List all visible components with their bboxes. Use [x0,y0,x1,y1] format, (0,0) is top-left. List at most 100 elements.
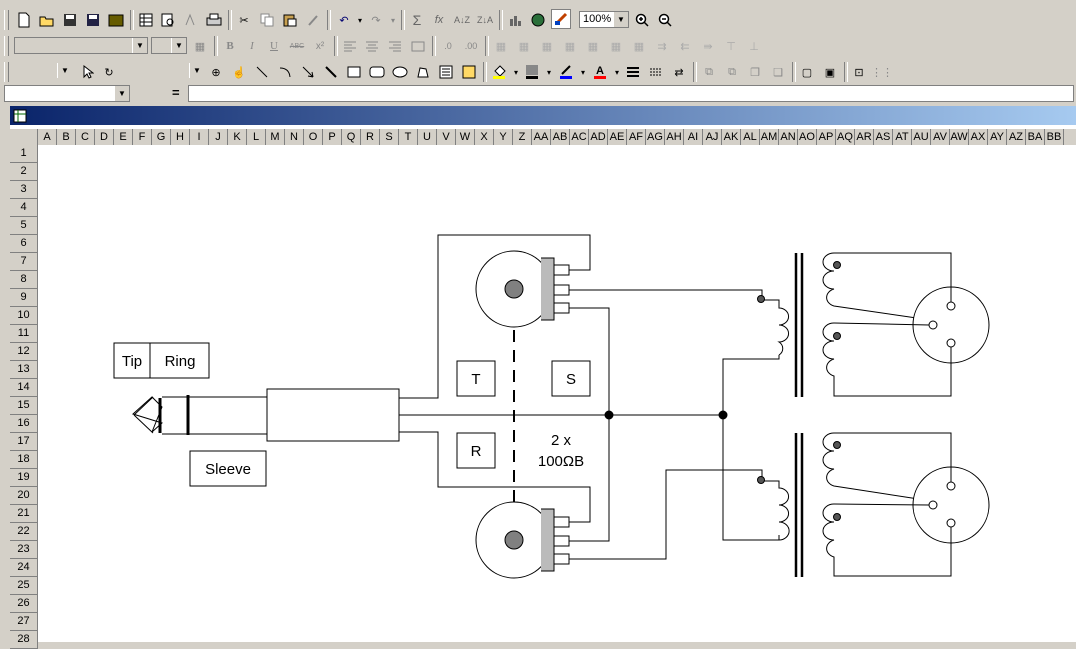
row-header[interactable]: 5 [10,217,38,235]
decrease-decimal-icon[interactable]: .00 [464,41,478,51]
row-header[interactable]: 17 [10,433,38,451]
formula-input[interactable] [188,85,1074,102]
column-header[interactable]: B [57,129,76,145]
column-header[interactable]: AX [969,129,988,145]
line-icon[interactable] [252,62,272,82]
align-bottom-icon[interactable]: ⊥ [749,40,759,53]
format-painter-icon[interactable] [303,10,323,30]
row-header[interactable]: 14 [10,379,38,397]
autoshapes-menu[interactable]: ▼ [124,63,204,80]
column-header[interactable]: AF [627,129,646,145]
workbook-icon[interactable] [13,109,29,123]
column-header[interactable]: AE [608,129,627,145]
send-backward-icon[interactable]: ⇇ [680,40,690,53]
column-header[interactable]: AJ [703,129,722,145]
map-icon[interactable] [528,10,548,30]
row-header[interactable]: 2 [10,163,38,181]
row-header[interactable]: 23 [10,541,38,559]
toolbar-grip[interactable] [4,10,9,30]
new-icon[interactable] [14,10,34,30]
name-box[interactable]: ▼ [4,85,130,102]
row-header[interactable]: 9 [10,289,38,307]
column-header[interactable]: AW [950,129,969,145]
column-header[interactable]: AH [665,129,684,145]
hand-icon[interactable]: ☝ [232,66,246,79]
drawing-icon[interactable] [551,9,571,29]
row-header[interactable]: 11 [10,325,38,343]
draw-menu[interactable]: ▼ [14,63,72,80]
column-header[interactable]: S [380,129,399,145]
strikethrough-button[interactable]: ABC [289,42,305,50]
freeform-icon[interactable] [413,62,433,82]
zoom-out-icon[interactable] [655,10,675,30]
italic-button[interactable]: I [250,40,254,52]
column-header[interactable]: I [190,129,209,145]
column-header[interactable]: AU [912,129,931,145]
grid-toggle-icon[interactable]: ⋮⋮ [871,66,893,79]
column-header[interactable]: D [95,129,114,145]
font-size-select[interactable]: ▼ [151,37,187,54]
row-header[interactable]: 12 [10,343,38,361]
column-header[interactable]: AN [779,129,798,145]
snap-icon[interactable]: ⊡ [854,66,864,79]
column-header[interactable]: U [418,129,437,145]
column-header[interactable]: AL [741,129,760,145]
toolbar-grip[interactable] [4,62,9,82]
folder-icon[interactable] [106,10,126,30]
column-header[interactable]: G [152,129,171,145]
text-box-icon[interactable] [436,62,456,82]
row-header[interactable]: 16 [10,415,38,433]
column-header[interactable]: X [475,129,494,145]
font-color-icon[interactable]: A [590,62,610,82]
sort-descending-icon[interactable]: Z↓A [476,15,493,25]
font-dialog-icon[interactable]: ▦ [194,40,206,53]
shadow-icon[interactable]: ▢ [801,66,813,79]
ungroup-icon[interactable]: ⧉ [728,65,736,78]
underline-button[interactable]: U [270,40,278,52]
free-rotate-icon[interactable]: ↻ [104,66,114,79]
font-name-select[interactable]: ▼ [14,37,148,54]
row-header[interactable]: 1 [10,145,38,163]
name-box-dropdown-icon[interactable]: ▼ [114,86,129,101]
select-pointer-icon[interactable] [78,62,98,82]
plug-body[interactable] [266,388,400,442]
shape-icon[interactable]: ⊕ [211,66,221,79]
column-header[interactable]: AY [988,129,1007,145]
grid-icon[interactable]: ▦ [633,40,645,53]
redo-icon[interactable]: ↷ [371,14,381,27]
row-header[interactable]: 6 [10,235,38,253]
oval-icon[interactable] [390,62,410,82]
column-header[interactable]: K [228,129,247,145]
increase-decimal-icon[interactable]: .0 [444,41,452,51]
insert-picture-icon[interactable] [459,62,479,82]
column-header[interactable]: R [361,129,380,145]
row-header[interactable]: 25 [10,577,38,595]
s-label-box[interactable] [551,360,591,397]
grid-icon[interactable]: ▦ [564,40,576,53]
column-header[interactable]: F [133,129,152,145]
subscript-icon[interactable]: x² [315,40,325,52]
arrow-style-icon[interactable]: ⇄ [674,66,684,79]
select-all-corner[interactable] [10,129,38,145]
row-header[interactable]: 13 [10,361,38,379]
column-header[interactable]: AS [874,129,893,145]
3d-icon[interactable]: ▣ [824,66,836,79]
spelling-icon[interactable] [181,10,201,30]
grid-icon[interactable]: ▦ [518,40,530,53]
row-header[interactable]: 7 [10,253,38,271]
line-style-icon[interactable] [623,62,643,82]
chart-wizard-icon[interactable] [505,10,525,30]
distribute-icon[interactable]: ⇛ [703,40,713,53]
save-all-icon[interactable] [83,10,103,30]
column-header[interactable]: Z [513,129,532,145]
grid-icon[interactable]: ▦ [541,40,553,53]
rectangle-icon[interactable] [344,62,364,82]
row-header[interactable]: 19 [10,469,38,487]
pattern-icon[interactable] [522,62,542,82]
line-color-icon[interactable] [556,62,576,82]
align-left-icon[interactable] [340,36,360,56]
grid-icon[interactable]: ▦ [587,40,599,53]
row-header[interactable]: 22 [10,523,38,541]
column-header[interactable]: AA [532,129,551,145]
column-header[interactable]: E [114,129,133,145]
